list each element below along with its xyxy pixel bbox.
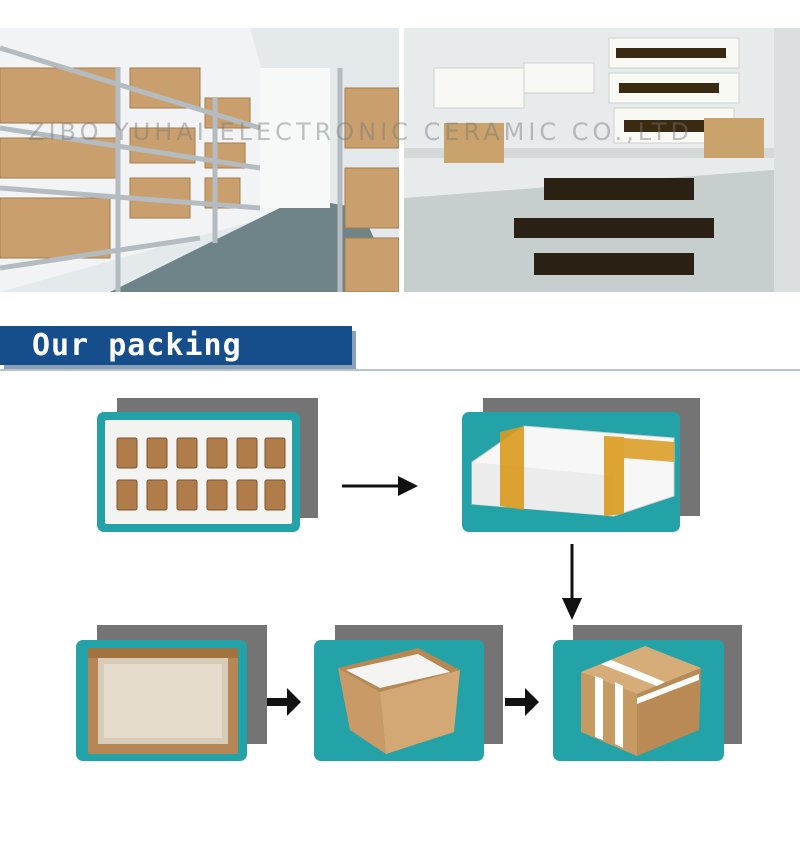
step-4-card [314,640,484,761]
product-shelf-photo [404,28,800,292]
ceramic-parts-shelf-image [404,28,800,292]
carton-with-liner-image [338,648,460,754]
arrow-right-icon [267,688,301,716]
header-underline [0,369,800,371]
sealed-white-box-image [471,425,675,517]
open-carton-top-image [88,648,238,754]
step-3-card [76,640,247,761]
header-background [0,326,352,365]
step-1-card [97,412,300,532]
company-watermark: ZIBO YUHAI ELECTRONIC CERAMIC CO.,LTD [28,118,693,146]
section-title: Our packing [32,328,242,363]
strapped-carton-image [581,646,701,756]
arrow-right-icon [505,688,539,716]
warehouse-shelves-image [0,28,399,292]
arrow-right-icon [342,476,418,496]
step-2-card [462,412,680,532]
step-5-card [553,640,724,761]
section-header: Our packing [0,326,356,370]
foam-tray-image [105,420,292,524]
warehouse-photo [0,28,399,292]
arrow-down-icon [562,544,582,620]
